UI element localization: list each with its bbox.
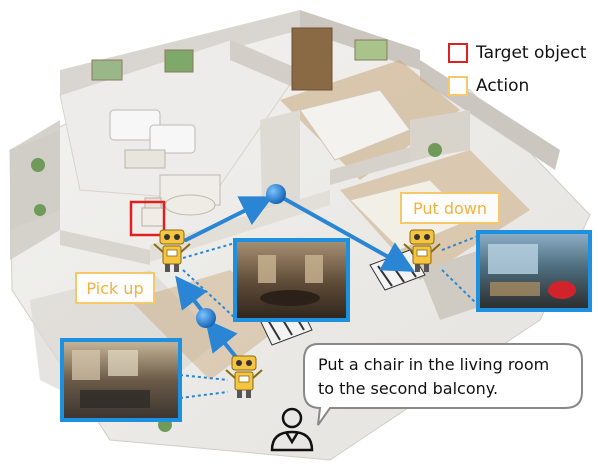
speech-bubble	[303, 343, 583, 426]
observation-photo-balcony	[476, 230, 592, 312]
navigation-path	[175, 196, 415, 364]
path-segment	[184, 196, 274, 242]
waypoint-node	[266, 184, 286, 204]
legend-target-swatch	[448, 43, 468, 63]
observation-photo-living-room	[60, 338, 182, 422]
legend-action-label: Action	[476, 76, 530, 96]
legend-action: Action	[448, 76, 529, 96]
view-connectors	[179, 235, 479, 399]
robot-icon	[403, 229, 441, 272]
instruction-text: Put a chair in the living room to the se…	[318, 353, 558, 401]
user-icon	[270, 407, 314, 452]
observation-photo-dining-room	[233, 238, 350, 322]
legend-target-object: Target object	[448, 43, 586, 63]
robot-icon	[153, 229, 191, 272]
instruction-line-1: Put a chair in the living room	[318, 355, 550, 374]
action-pick-up: Pick up	[75, 272, 155, 304]
path-segment	[281, 196, 415, 272]
target-object-box	[129, 200, 166, 237]
instruction-line-2: to the second balcony.	[318, 379, 499, 398]
legend-target-label: Target object	[476, 43, 587, 63]
waypoint-node	[196, 308, 216, 328]
action-put-down: Put down	[400, 192, 500, 224]
legend-action-swatch	[448, 76, 468, 96]
path-segment	[175, 275, 208, 314]
robot-icon	[225, 355, 263, 398]
